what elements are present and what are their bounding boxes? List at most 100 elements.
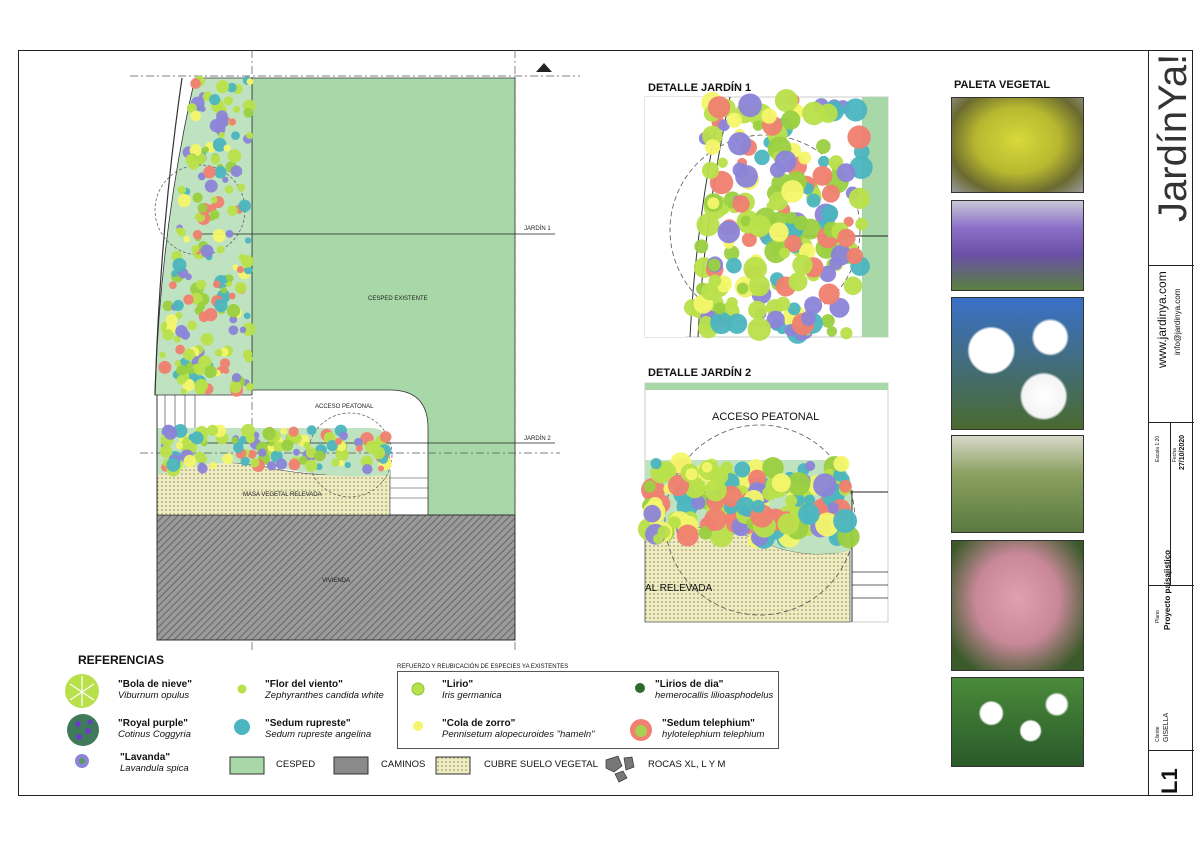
plant-symbol xyxy=(229,315,238,324)
plant-symbol xyxy=(774,88,799,113)
plant-symbol xyxy=(192,192,203,203)
plant-symbol xyxy=(190,431,204,445)
plant-symbol xyxy=(338,459,345,467)
plant-symbol xyxy=(748,214,771,238)
plant-symbol xyxy=(220,287,228,294)
plant-symbol xyxy=(280,427,288,435)
photo-cola-de-zorro xyxy=(951,435,1084,533)
email-link[interactable]: info@jardinya.com xyxy=(1173,288,1182,355)
plant-symbol xyxy=(717,157,728,168)
plant-symbol xyxy=(840,327,853,340)
plant-symbol xyxy=(174,359,182,367)
house-label: VIVIENDA xyxy=(322,578,351,584)
plant-symbol xyxy=(643,504,662,523)
plant-symbol xyxy=(771,473,791,493)
plant-symbol xyxy=(766,310,785,330)
plant-symbol xyxy=(813,473,837,498)
plant-symbol xyxy=(246,131,254,139)
plant-symbol xyxy=(231,436,239,444)
plant-symbol xyxy=(738,93,762,118)
website-link[interactable]: www.jardinya.com xyxy=(1155,271,1169,368)
date-value: 27/10/2020 xyxy=(1179,434,1186,470)
plant-symbol xyxy=(650,458,662,470)
plant-symbol xyxy=(833,455,850,472)
plant-symbol xyxy=(844,98,868,122)
plant-symbol xyxy=(751,499,765,513)
client-name: GISELLA xyxy=(1163,712,1170,742)
plant-symbol xyxy=(798,151,812,165)
plant-symbol xyxy=(718,119,730,132)
plant-symbol xyxy=(804,296,823,315)
plant-symbol xyxy=(736,282,749,295)
plant-symbol xyxy=(827,502,839,514)
legend-title: REFERENCIAS xyxy=(78,653,165,667)
plant-symbol xyxy=(175,441,184,450)
plant-symbol xyxy=(200,332,214,346)
plant-symbol xyxy=(305,447,317,459)
plant-symbol xyxy=(829,256,843,270)
plant-symbol xyxy=(240,456,250,467)
plant-symbol xyxy=(785,494,798,507)
plant-symbol xyxy=(747,317,771,341)
legend-sci: hylotelephium telephium xyxy=(662,729,765,740)
plant-symbol xyxy=(242,349,253,359)
photo-sedum-telephium xyxy=(951,540,1084,671)
plant-symbol xyxy=(275,458,288,470)
plant-symbol xyxy=(833,468,846,482)
plant-symbol xyxy=(258,448,267,457)
plan-label: Plano xyxy=(1155,610,1161,623)
plant-symbol xyxy=(777,513,800,535)
plant-symbol xyxy=(228,292,236,300)
plant-symbol xyxy=(172,299,184,311)
plant-symbol xyxy=(200,244,214,258)
plant-symbol xyxy=(774,150,797,173)
detail-2-access-label: ACCESO PEATONAL xyxy=(712,411,820,423)
plant-symbol xyxy=(216,110,228,123)
plant-symbol xyxy=(838,479,852,493)
plant-symbol xyxy=(667,474,690,497)
plant-symbol xyxy=(293,448,300,456)
detail-jardin-2 xyxy=(637,382,889,623)
plant-symbol xyxy=(833,508,858,533)
plant-symbol xyxy=(227,205,238,216)
plant-symbol xyxy=(732,162,748,178)
plant-symbol xyxy=(788,272,808,292)
plant-symbol xyxy=(331,458,340,467)
plant-symbol xyxy=(183,294,194,305)
plant-symbol xyxy=(213,280,221,289)
legend-name: "Royal purple" xyxy=(118,718,189,729)
plant-symbol xyxy=(752,120,764,131)
plant-symbol xyxy=(246,78,254,85)
plant-symbol xyxy=(209,209,220,220)
plant-symbol xyxy=(787,302,801,316)
legend-sci: Cotinus Coggyria xyxy=(118,729,191,740)
plant-symbol xyxy=(219,358,231,369)
plant-symbol xyxy=(197,203,208,213)
legend-item-sedum-rupreste: "Sedum rupreste"Sedum rupreste angelina xyxy=(265,718,371,740)
plant-symbol xyxy=(724,245,740,261)
plant-symbol xyxy=(821,204,839,223)
plant-symbol xyxy=(192,229,203,240)
plant-symbol xyxy=(243,265,253,275)
plant-symbol xyxy=(341,450,349,458)
plant-symbol xyxy=(717,220,741,244)
plant-symbol xyxy=(187,320,197,331)
plant-symbol xyxy=(305,459,318,472)
plant-symbol xyxy=(193,363,206,376)
plant-symbol xyxy=(792,254,813,276)
plant-symbol xyxy=(190,78,201,89)
plant-symbol xyxy=(229,381,242,394)
plant-symbol xyxy=(210,154,221,165)
legend-item-bola-de-nieve: "Bola de nieve"Viburnum opulus xyxy=(118,679,192,701)
plant-symbol xyxy=(175,311,183,319)
plant-symbol xyxy=(158,360,172,374)
legend-sci: Sedum rupreste angelina xyxy=(265,729,372,740)
detail-2-bed-label: AL RELEVADA xyxy=(645,583,713,594)
plant-symbol xyxy=(162,300,174,312)
legend-name: "Cola de zorro" xyxy=(442,718,516,729)
plant-symbol xyxy=(197,302,206,311)
plant-symbol xyxy=(306,425,317,436)
plant-symbol xyxy=(846,247,864,265)
date-label: Fecha xyxy=(1172,448,1178,462)
title-block: JardínYa! www.jardinya.com info@jardinya… xyxy=(1148,50,1195,796)
